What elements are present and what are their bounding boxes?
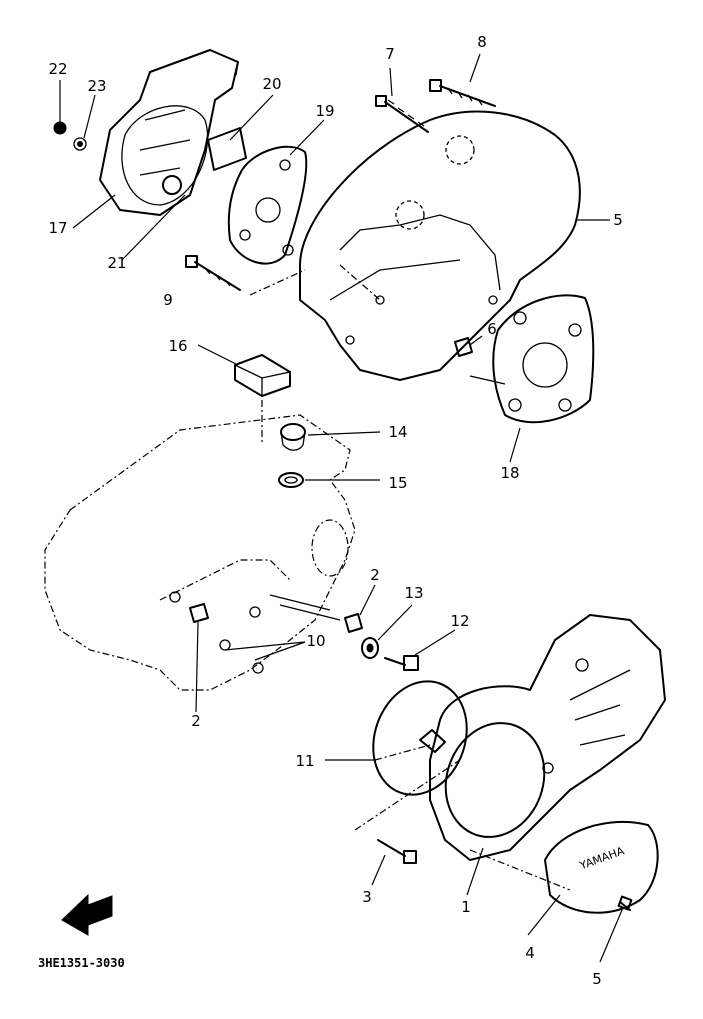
bolt-10 <box>185 255 241 291</box>
dowel-pin-2-right <box>344 613 363 633</box>
callout-18: 17 <box>48 219 67 237</box>
pump-housing-18 <box>99 49 239 216</box>
callout-9: 8 <box>477 33 487 51</box>
crankcase-cover-1 <box>419 614 666 861</box>
bolt-9 <box>429 79 496 107</box>
callout-4: 4 <box>525 944 535 962</box>
callout-10: 9 <box>163 291 173 309</box>
pin-7 <box>454 337 473 357</box>
engine-block-phantom <box>44 414 356 691</box>
callout-8: 7 <box>385 45 395 63</box>
bolt-13 <box>384 655 419 671</box>
callout-19: 18 <box>500 464 519 482</box>
callout-23: 22 <box>48 60 67 78</box>
callout-14: 13 <box>404 584 423 602</box>
cover-brand-text: YAMAHA <box>577 844 626 873</box>
callout-20: 19 <box>315 102 334 120</box>
figure-code: 3HE1351-3030 <box>38 956 125 970</box>
callout-15: 14 <box>388 423 407 441</box>
callout-6: 5 <box>613 211 623 229</box>
gasket-19 <box>469 294 595 424</box>
screw-5 <box>617 895 633 911</box>
oring-12 <box>372 680 468 796</box>
callout-1: 1 <box>461 898 471 916</box>
callout-7: 6 <box>487 320 497 338</box>
washer-14 <box>361 637 379 659</box>
gasket-21 <box>207 127 247 171</box>
front-arrow-icon <box>61 893 113 936</box>
callout-3: 3 <box>362 888 372 906</box>
cap-17 <box>234 354 291 397</box>
callout-13: 12 <box>450 612 469 630</box>
washer-24 <box>73 137 87 151</box>
bolt-8 <box>375 95 429 133</box>
crankcase-cover-6 <box>299 110 581 381</box>
callout-22: 21 <box>107 254 126 272</box>
plug-15 <box>280 423 306 451</box>
nut-23 <box>53 121 67 135</box>
callout-16: 15 <box>388 474 407 492</box>
callout-11: 10 <box>306 632 325 650</box>
cover-4 <box>544 821 659 914</box>
callout-17: 16 <box>168 337 187 355</box>
oring-16 <box>278 472 304 488</box>
callout-2-left: 2 <box>191 712 201 730</box>
callout-5: 5 <box>592 970 602 988</box>
callout-12: 11 <box>295 752 314 770</box>
gasket-20 <box>227 145 308 265</box>
bolt-3 <box>377 839 417 864</box>
callout-24: 23 <box>87 77 106 95</box>
dowel-pin-2-left <box>189 603 209 623</box>
callout-2-right: 2 <box>370 566 380 584</box>
leader-lines <box>59 53 623 963</box>
callout-21: 20 <box>262 75 281 93</box>
